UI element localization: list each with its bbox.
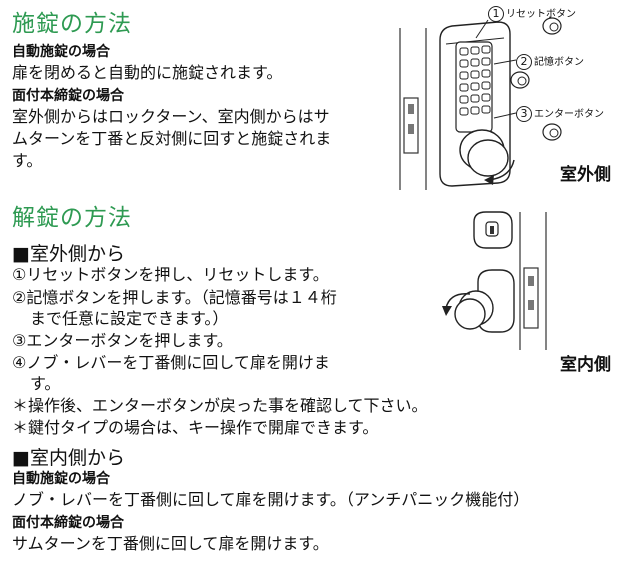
memory-button-label: 記憶ボタン (534, 57, 584, 68)
surface-lock-text-line-1: 室外側からはロックターン、室内側からはサ (12, 107, 330, 126)
note-1: ＊操作後、エンターボタンが戻った事を確認して下さい。 (12, 396, 428, 415)
callout-number-2: 2 (516, 54, 532, 70)
surface-lock-text-line-2: ムターンを丁番と反対側に回すと施錠されま (12, 129, 332, 148)
inside-caption: 室内側 (560, 355, 611, 375)
unlocking-title: 解錠の方法 (12, 205, 132, 231)
step-3: ③エンターボタンを押します。 (12, 331, 233, 350)
surface-lock-heading: 面付本締錠の場合 (12, 88, 124, 104)
auto-lock-heading: 自動施錠の場合 (12, 44, 110, 60)
note-2: ＊鍵付タイプの場合は、キー操作で開扉できます。 (12, 418, 379, 437)
step-4-line-1: ④ノブ・レバーを丁番側に回して扉を開けま (12, 353, 330, 372)
surface-lock-text-line-3: す。 (12, 151, 43, 170)
step-2-line-1: ②記憶ボタンを押します。（記憶番号は１４桁 (12, 288, 337, 307)
locking-title: 施錠の方法 (12, 11, 132, 37)
step-2-line-2: まで任意に設定できます。） (30, 309, 229, 328)
inside-surface-text: サムターンを丁番側に回して扉を開けます。 (12, 534, 329, 553)
enter-button-label: エンターボタン (534, 109, 604, 120)
inside-heading: ■室内側から (12, 447, 125, 469)
callout-number-3: 3 (516, 106, 532, 122)
inside-surface-heading: 面付本締錠の場合 (12, 515, 124, 531)
callout-number-1: 1 (488, 6, 504, 22)
step-4-line-2: す。 (30, 374, 61, 393)
inside-auto-heading: 自動施錠の場合 (12, 471, 110, 487)
inside-auto-text: ノブ・レバーを丁番側に回して扉を開けます。（アンチパニック機能付） (12, 490, 530, 509)
outside-caption: 室外側 (560, 165, 611, 185)
step-1: ①リセットボタンを押し、リセットします。 (12, 265, 329, 284)
outside-heading: ■室外側から (12, 243, 125, 265)
auto-lock-text: 扉を閉めると自動的に施錠されます。 (12, 63, 283, 82)
reset-button-label: リセットボタン (506, 9, 576, 20)
